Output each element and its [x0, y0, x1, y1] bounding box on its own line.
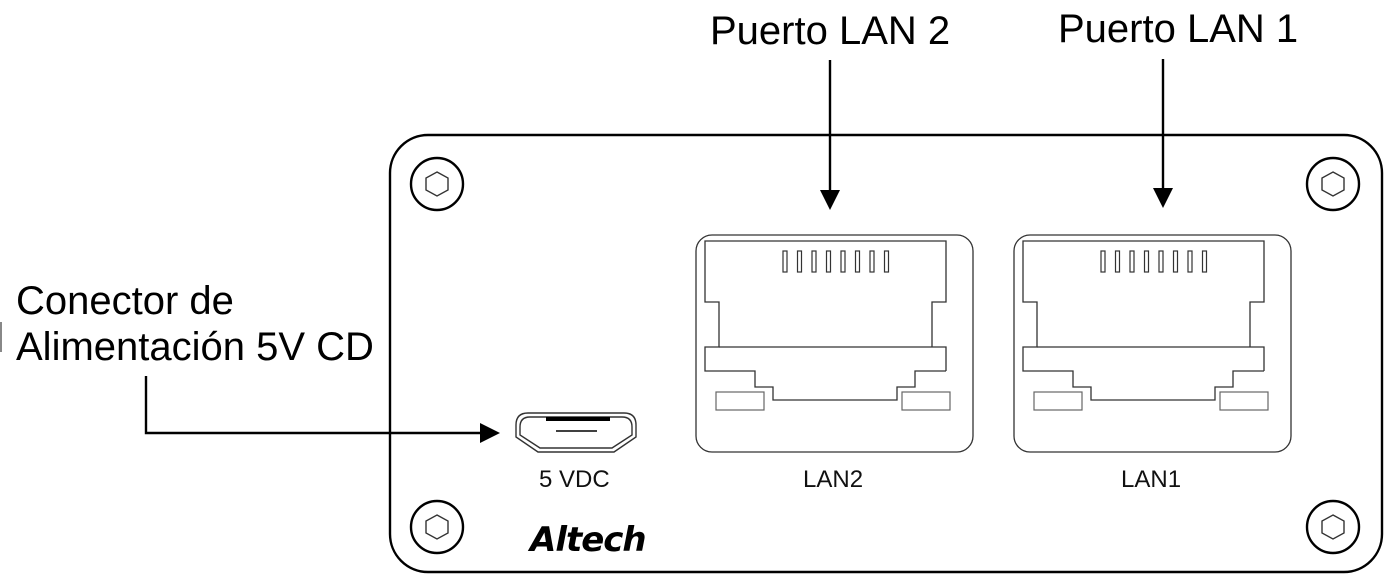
screw-top-right-icon [1305, 156, 1361, 212]
callout-power-line2: Alimentación 5V CD [16, 325, 374, 369]
callout-power-line1: Conector de [16, 279, 234, 323]
lan2-port-label: LAN2 [803, 466, 863, 493]
lan1-port-icon [1013, 234, 1292, 453]
port-pin [1201, 250, 1208, 273]
arrow-lan2 [820, 60, 840, 210]
lan2-port-icon [695, 234, 974, 453]
port-pin [840, 250, 846, 273]
port-outline-lower [704, 335, 946, 401]
arrow-power [144, 376, 500, 443]
brand-logo: Altech [527, 520, 646, 560]
port-pin [811, 250, 817, 273]
screw-bottom-left-icon [409, 499, 465, 555]
port-pin [854, 250, 861, 273]
port-pin [1172, 250, 1179, 273]
port-housing [695, 234, 974, 453]
port-pin [1129, 250, 1135, 273]
port-pin [782, 250, 788, 273]
port-pin [1187, 250, 1193, 273]
arrow-lan1 [1153, 59, 1173, 208]
port-led-right [901, 391, 951, 411]
port-pin [1143, 250, 1150, 273]
port-led-right [1219, 391, 1269, 411]
port-led-left [1033, 391, 1083, 411]
lan1-port-label: LAN1 [1121, 466, 1181, 493]
port-outline-lower [1022, 335, 1264, 401]
device-panel [388, 133, 1384, 574]
port-housing [1013, 234, 1292, 453]
port-led-left [715, 391, 765, 411]
port-pin [883, 250, 890, 273]
port-pin [869, 250, 875, 273]
port-pin [1114, 250, 1121, 273]
port-pin [825, 250, 832, 273]
power-connector-icon [515, 412, 637, 453]
port-outline-upper [704, 240, 947, 371]
port-pin [1158, 250, 1164, 273]
port-pin [796, 250, 803, 273]
screw-top-left-icon [409, 156, 465, 212]
callout-lan2: Puerto LAN 2 [710, 9, 950, 53]
screw-bottom-right-icon [1305, 499, 1361, 555]
callout-lan1: Puerto LAN 1 [1058, 7, 1298, 51]
power-port-label: 5 VDC [539, 466, 610, 493]
port-pin [1100, 250, 1106, 273]
port-outline-upper [1022, 240, 1265, 371]
